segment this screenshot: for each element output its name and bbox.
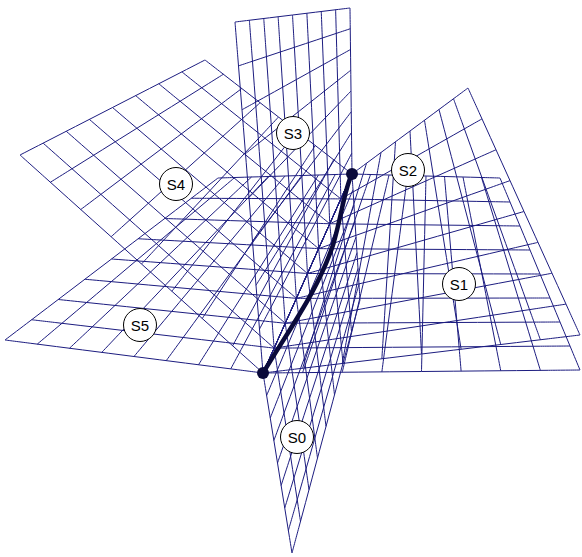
surface-name: S4 — [167, 177, 185, 192]
surface-label-circle: S5 — [123, 308, 157, 342]
mesh-line — [136, 96, 319, 249]
mesh-line — [235, 8, 350, 22]
mesh-line — [352, 174, 500, 178]
surface-label-circle: S0 — [280, 420, 314, 454]
mesh-line — [81, 89, 242, 210]
mesh-line — [239, 29, 351, 66]
mesh-line — [336, 10, 341, 199]
mesh-line — [425, 120, 462, 349]
wireframe-surface — [20, 60, 352, 373]
mesh-line — [341, 119, 482, 199]
surface-label-circle: S3 — [276, 116, 310, 150]
surface-name: S2 — [399, 163, 417, 178]
mesh-line — [500, 178, 580, 370]
intersection-curve — [263, 174, 352, 373]
end-point — [257, 367, 269, 379]
mesh-line — [321, 12, 330, 224]
mesh-line — [249, 91, 351, 198]
surface-name: S0 — [288, 430, 306, 445]
mesh-line — [37, 178, 235, 345]
mesh-line — [341, 199, 510, 202]
mesh-line — [20, 60, 205, 155]
mesh-line — [218, 174, 352, 178]
mesh-line — [5, 178, 218, 340]
mesh-line — [468, 88, 580, 335]
wireframe-surface — [263, 88, 580, 373]
mesh-line — [205, 60, 352, 174]
mesh-line — [352, 174, 360, 300]
mesh-line — [350, 8, 352, 174]
mesh-line — [159, 84, 330, 224]
mesh-line — [288, 284, 359, 530]
mesh-line — [285, 269, 358, 509]
surface-label-circle: S4 — [159, 167, 193, 201]
surface-name: S3 — [284, 126, 302, 141]
surface-name: S5 — [131, 318, 149, 333]
mesh-line — [308, 273, 541, 275]
surface-label-circle: S1 — [442, 267, 476, 301]
mesh-line — [182, 72, 341, 199]
mesh-line — [482, 178, 541, 371]
mesh-line — [330, 224, 520, 226]
wireframe-surface — [235, 8, 352, 373]
mesh-line — [319, 249, 530, 250]
mesh-line — [191, 198, 341, 200]
surface-label-circle: S2 — [391, 153, 425, 187]
mesh-line — [246, 70, 351, 153]
mesh-line — [330, 150, 496, 224]
end-point — [346, 168, 358, 180]
mesh-line — [50, 74, 223, 182]
surface-name: S1 — [450, 277, 468, 292]
